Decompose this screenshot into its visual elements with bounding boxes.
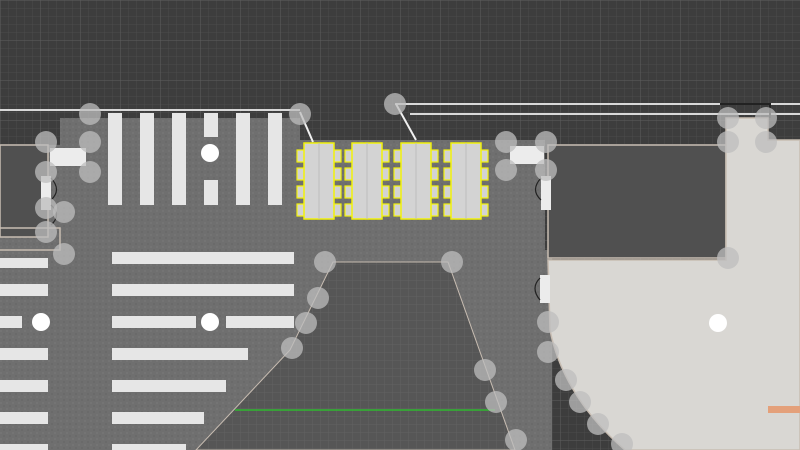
vertex-handle[interactable] — [314, 251, 336, 273]
vertex-handle[interactable] — [35, 221, 57, 243]
vertex-handle[interactable] — [717, 247, 739, 269]
anchor-dot-icon — [32, 144, 727, 332]
vertex-handle[interactable] — [535, 131, 557, 153]
vertex-handle[interactable] — [281, 337, 303, 359]
vertex-handle[interactable] — [289, 103, 311, 125]
stripe-vertical — [204, 180, 218, 205]
vertex-handle[interactable] — [295, 312, 317, 334]
stripe-horizontal — [0, 258, 48, 268]
stripe-vertical — [108, 113, 122, 205]
vertex-handle[interactable] — [79, 131, 101, 153]
stripe-horizontal — [0, 284, 48, 296]
stripe-horizontal — [226, 316, 294, 328]
crosswalk-vertical — [108, 113, 282, 205]
accent-strip — [768, 406, 800, 413]
table-group[interactable] — [296, 142, 342, 220]
vertex-handle[interactable] — [755, 131, 777, 153]
stripe-horizontal — [112, 316, 196, 328]
vertex-handle[interactable] — [755, 107, 777, 129]
vertex-handle[interactable] — [53, 243, 75, 265]
vertex-handle[interactable] — [555, 369, 577, 391]
vertex-handle[interactable] — [384, 93, 406, 115]
stripe-horizontal — [0, 380, 48, 392]
vertex-handle[interactable] — [79, 103, 101, 125]
stripe-vertical — [172, 113, 186, 205]
vertex-handle[interactable] — [569, 391, 591, 413]
vertex-handle[interactable] — [505, 429, 527, 450]
room-left-wall — [0, 227, 61, 251]
table-cluster[interactable] — [296, 142, 489, 220]
stripe-horizontal — [0, 316, 22, 328]
vertex-handle[interactable] — [35, 197, 57, 219]
vertex-handle[interactable] — [535, 159, 557, 181]
stripe-horizontal — [112, 348, 248, 360]
stripe-horizontal — [0, 412, 48, 424]
vertex-handle[interactable] — [537, 341, 559, 363]
vertex-handle[interactable] — [717, 107, 739, 129]
room-left-dark[interactable] — [0, 144, 49, 238]
vertex-handle[interactable] — [35, 161, 57, 183]
stripe-vertical — [204, 113, 218, 137]
vertex-handle[interactable] — [53, 201, 75, 223]
vertex-handle[interactable] — [307, 287, 329, 309]
stripe-vertical — [140, 113, 154, 205]
stripe-horizontal — [0, 348, 48, 360]
vertex-handle[interactable] — [611, 433, 633, 450]
stripe-horizontal — [0, 444, 48, 450]
vertex-handle[interactable] — [495, 159, 517, 181]
vertex-handle[interactable] — [441, 251, 463, 273]
vertex-handle[interactable] — [79, 161, 101, 183]
vertex-handle[interactable] — [474, 359, 496, 381]
stripe-vertical — [236, 113, 250, 205]
room-right-dark[interactable] — [547, 144, 727, 259]
crosswalk-horizontal — [0, 252, 294, 450]
vertex-handle[interactable] — [587, 413, 609, 435]
markers — [41, 146, 551, 303]
circle-handle-icon[interactable] — [35, 93, 777, 450]
stripe-horizontal — [112, 444, 186, 450]
recessed-area[interactable] — [195, 261, 516, 450]
table-group[interactable] — [344, 142, 390, 220]
stripe-horizontal — [112, 252, 294, 264]
stripe-horizontal — [112, 412, 204, 424]
stripe-vertical — [268, 113, 282, 205]
stripe-horizontal — [112, 380, 226, 392]
vertex-handle[interactable] — [495, 131, 517, 153]
vertex-handle[interactable] — [537, 311, 559, 333]
table-group[interactable] — [443, 142, 489, 220]
vertex-handle[interactable] — [35, 131, 57, 153]
vertex-handle[interactable] — [717, 131, 739, 153]
vertex-handle[interactable] — [485, 391, 507, 413]
table-group[interactable] — [393, 142, 439, 220]
stripe-horizontal — [112, 284, 294, 296]
